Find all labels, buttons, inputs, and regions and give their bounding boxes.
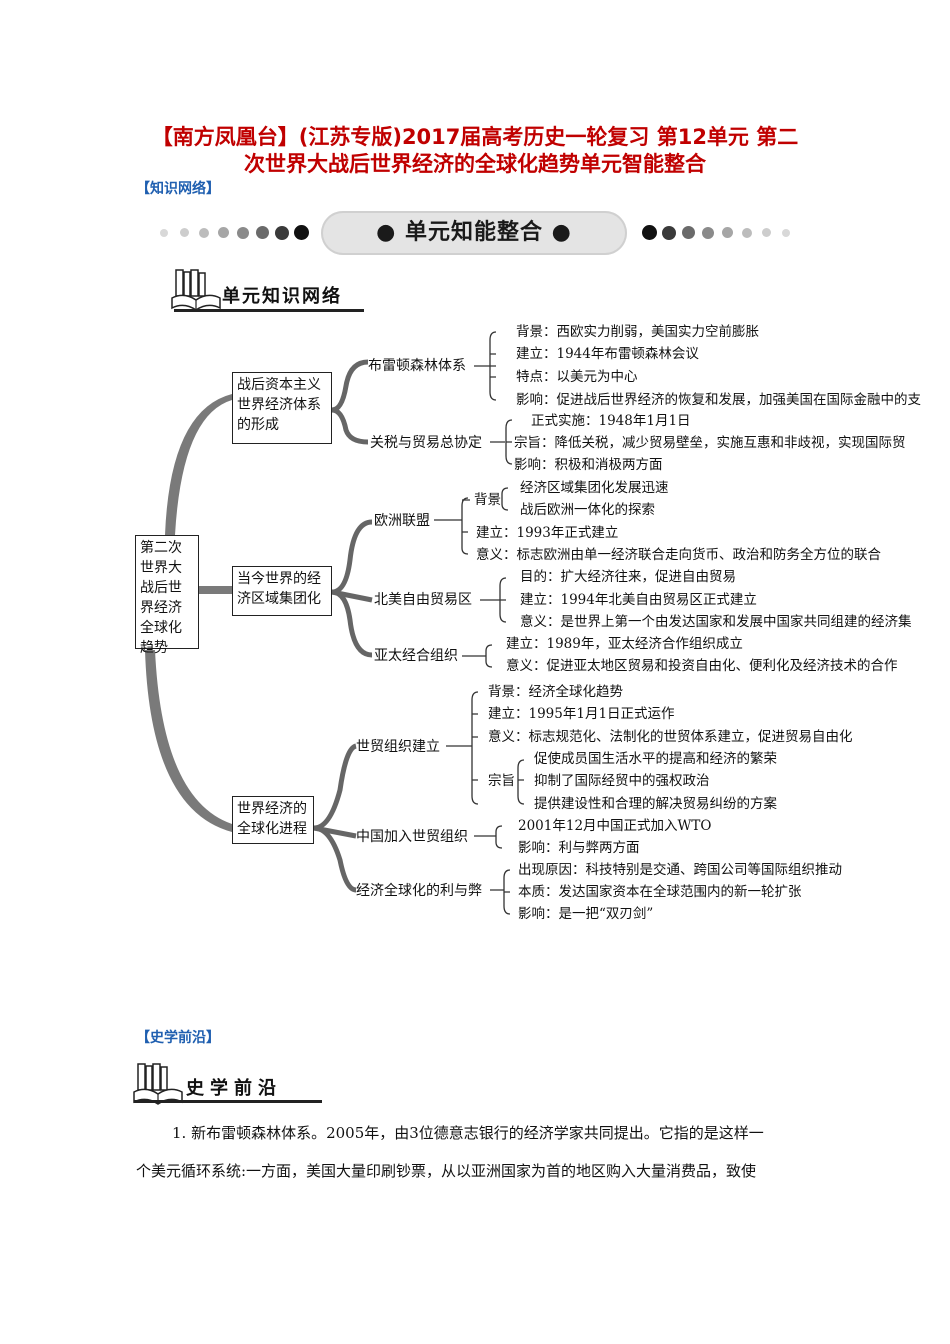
paragraph-line-2: 个美元循环系统:一方面，美国大量印刷钞票，从以亚洲国家为首的地区购入大量消费品，… (136, 1162, 757, 1180)
node-apec: 亚太经合组织 (374, 648, 458, 664)
branch-economic-system: 战后资本主义世界经济体系的形成 (232, 372, 332, 444)
leaf-nafta-significance: 意义：是世界上第一个由发达国家和发展中国家共同组建的经济集 (520, 614, 912, 630)
leaf-glob-essence: 本质：发达国家资本在全球范围内的新一轮扩张 (518, 884, 802, 900)
node-wto: 世贸组织建立 (356, 739, 440, 755)
leaf-bw-impact: 影响：促进战后世界经济的恢复和发展，加强美国在国际金融中的支 (516, 392, 921, 408)
network-heading-underline (174, 309, 364, 312)
leaf-wto-purpose-label: 宗旨 (488, 773, 515, 789)
leaf-wto-purpose-2: 抑制了国际经贸中的强权政治 (534, 773, 710, 789)
leaf-wto-purpose-3: 提供建设性和合理的解决贸易纠纷的方案 (534, 796, 777, 812)
leaf-wto-significance: 意义：标志规范化、法制化的世贸体系建立，促进贸易自由化 (488, 729, 853, 745)
paragraph-line-1: 1. 新布雷顿森林体系。2005年，由3位德意志银行的经济学家共同提出。它指的是… (172, 1124, 764, 1142)
branch-regional-groups: 当今世界的经济区域集团化 (232, 566, 332, 616)
branch-globalization: 世界经济的全球化进程 (232, 796, 314, 844)
leaf-eu-established: 建立：1993年正式建立 (476, 525, 619, 541)
leaf-gatt-purpose: 宗旨：降低关税，减少贸易壁垒，实施互惠和非歧视，实现国际贸 (514, 435, 906, 451)
document-title-line1: 【南方凤凰台】(江苏专版)2017届高考历史一轮复习 第12单元 第二 (151, 125, 799, 149)
leaf-glob-impact: 影响：是一把“双刃剑” (518, 906, 654, 922)
leaf-wto-purpose-1: 促使成员国生活水平的提高和经济的繁荣 (534, 751, 777, 767)
leaf-china-wto-impact: 影响：利与弊两方面 (518, 840, 640, 856)
leaf-china-wto-joined: 2001年12月中国正式加入WTO (518, 818, 712, 834)
leaf-wto-established: 建立：1995年1月1日正式运作 (488, 706, 675, 722)
leaf-gatt-impact: 影响：积极和消极两方面 (514, 457, 663, 473)
node-bretton-woods: 布雷顿森林体系 (368, 358, 466, 374)
leaf-bw-established: 建立：1944年布雷顿森林会议 (516, 346, 699, 362)
frontier-heading: 史学前沿 (186, 1078, 282, 1099)
leaf-eu-background-label: 背景 (474, 492, 501, 508)
node-eu: 欧洲联盟 (374, 513, 430, 529)
frontier-heading-underline (134, 1100, 322, 1103)
leaf-bw-feature: 特点：以美元为中心 (516, 369, 638, 385)
section-heading-frontier: 【史学前沿】 (136, 1030, 220, 1046)
leaf-eu-bg-2: 战后欧洲一体化的探索 (520, 502, 655, 518)
node-nafta: 北美自由贸易区 (374, 592, 472, 608)
section-heading-knowledge-network: 【知识网络】 (136, 181, 220, 197)
leaf-nafta-established: 建立：1994年北美自由贸易区正式建立 (520, 592, 757, 608)
node-gatt: 关税与贸易总协定 (370, 435, 482, 451)
network-heading: 单元知识网络 (222, 286, 342, 307)
leaf-gatt-implemented: 正式实施：1948年1月1日 (531, 413, 691, 429)
mind-map-root: 第二次世界大战后世界经济全球化趋势 (135, 535, 199, 656)
leaf-apec-significance: 意义：促进亚太地区贸易和投资自由化、便利化及经济技术的合作 (506, 658, 898, 674)
leaf-eu-significance: 意义：标志欧洲由单一经济联合走向货币、政治和防务全方位的联合 (476, 547, 881, 563)
books-icon-frontier (133, 1063, 183, 1105)
books-icon (171, 269, 221, 311)
document-title-line2: 次世界大战后世界经济的全球化趋势单元智能整合 (244, 152, 706, 176)
leaf-nafta-purpose: 目的：扩大经济往来，促进自由贸易 (520, 569, 736, 585)
banner-title: ● 单元知能整合 ● (376, 220, 572, 245)
banner: ● 单元知能整合 ● (321, 211, 627, 255)
leaf-bw-background: 背景：西欧实力削弱，美国实力空前膨胀 (516, 324, 759, 340)
leaf-wto-background: 背景：经济全球化趋势 (488, 684, 623, 700)
node-globalization-pros-cons: 经济全球化的利与弊 (356, 883, 482, 899)
node-china-wto: 中国加入世贸组织 (356, 829, 468, 845)
leaf-eu-bg-1: 经济区域集团化发展迅速 (520, 480, 669, 496)
leaf-apec-established: 建立：1989年，亚太经济合作组织成立 (506, 636, 743, 652)
leaf-glob-cause: 出现原因：科技特别是交通、跨国公司等国际组织推动 (518, 862, 842, 878)
